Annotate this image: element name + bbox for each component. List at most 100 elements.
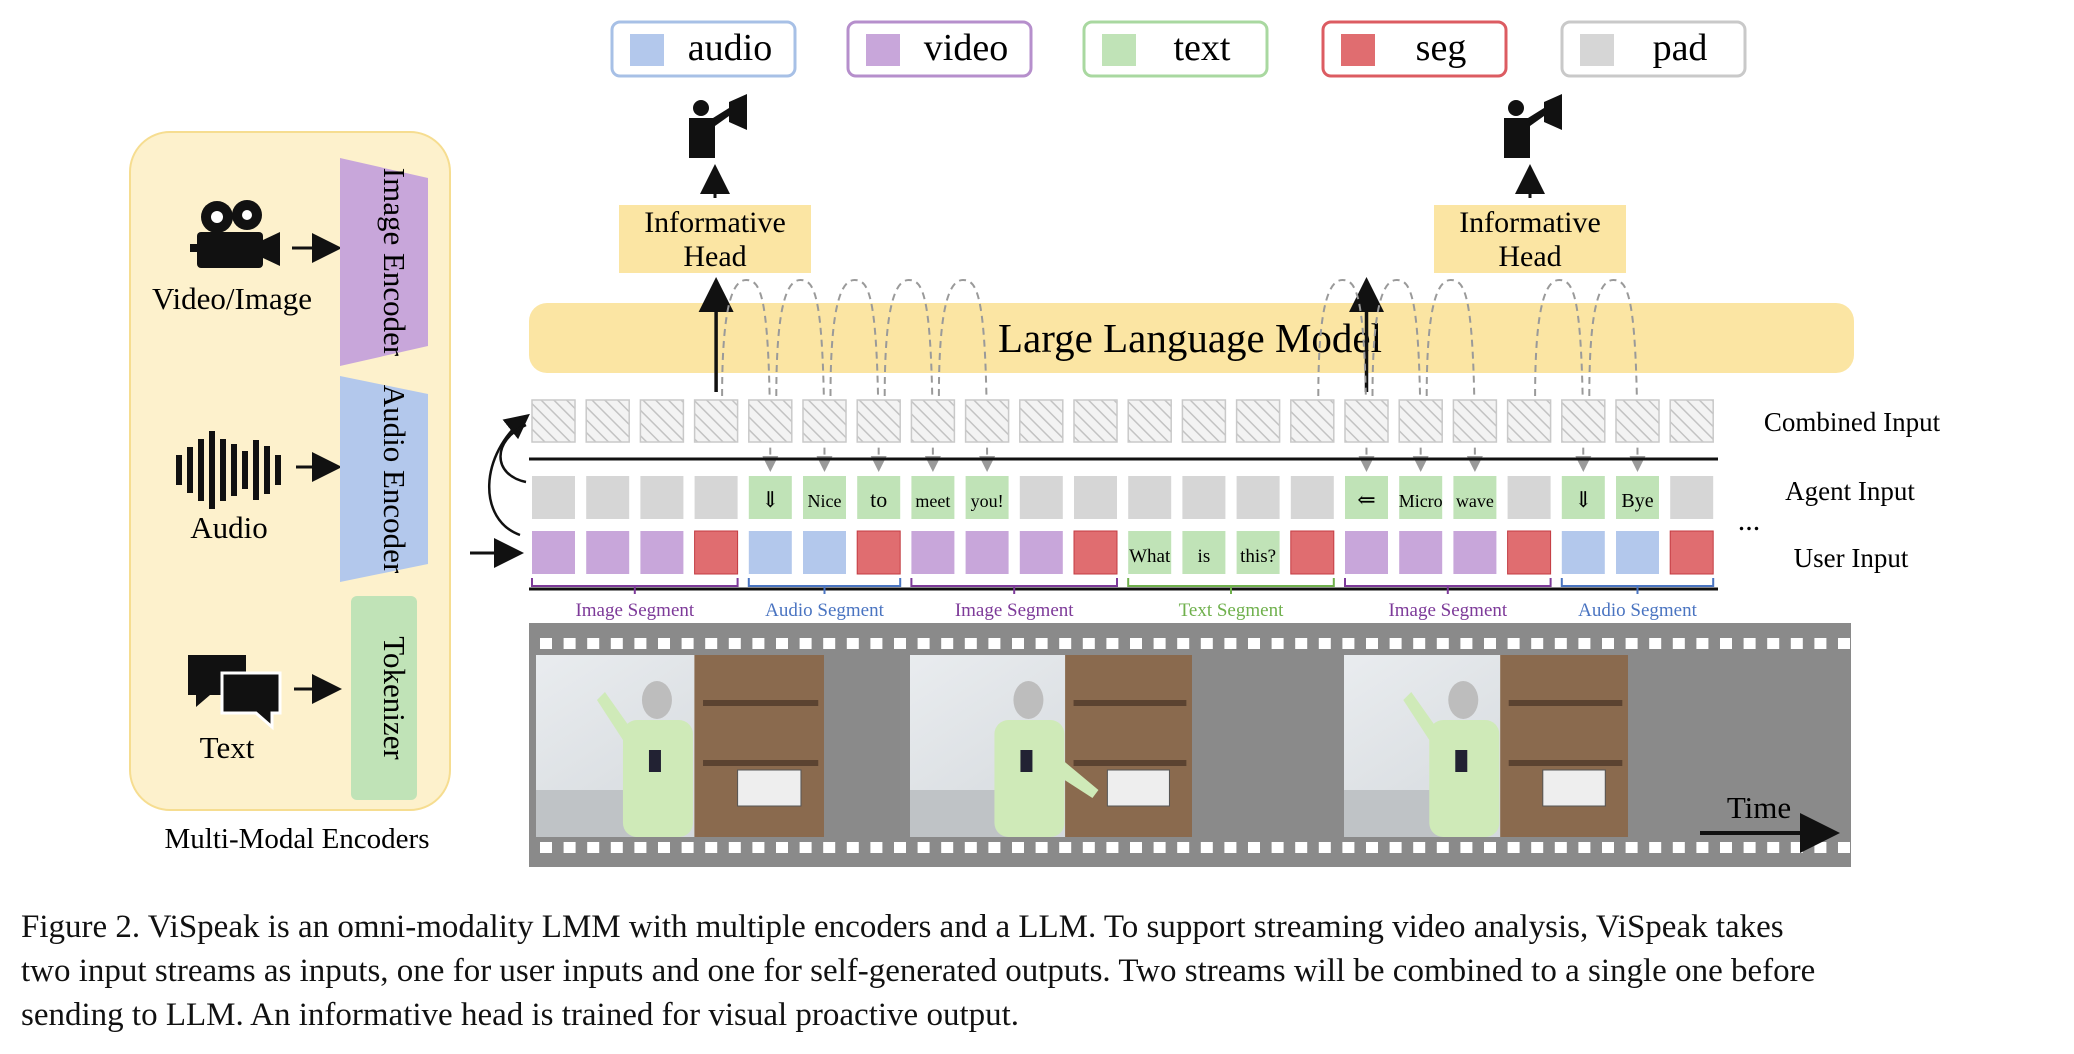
user-token bbox=[1128, 531, 1172, 574]
svg-text:Head: Head bbox=[1498, 240, 1561, 273]
agent-token bbox=[532, 476, 575, 519]
svg-text:⇐: ⇐ bbox=[1357, 487, 1375, 512]
combined-token bbox=[964, 399, 1010, 443]
user-token bbox=[1290, 530, 1335, 575]
user-token bbox=[640, 531, 684, 574]
svg-text:Nice: Nice bbox=[808, 491, 842, 511]
chat-bubbles-icon bbox=[188, 655, 282, 731]
svg-text:audio: audio bbox=[688, 27, 772, 69]
user-token bbox=[748, 531, 792, 574]
legend: audio video text seg pad bbox=[610, 20, 1747, 78]
agent-token bbox=[857, 476, 901, 519]
combined-token bbox=[802, 399, 847, 443]
legend-item-video: video bbox=[846, 20, 1033, 78]
user-token bbox=[1182, 531, 1226, 574]
audio-label: Audio bbox=[190, 510, 268, 545]
segment-bracket: Image Segment bbox=[1344, 578, 1552, 621]
image-encoder: Image Encoder bbox=[340, 158, 428, 366]
svg-text:Micro: Micro bbox=[1399, 491, 1443, 511]
user-token bbox=[1399, 531, 1443, 574]
user-token bbox=[1345, 531, 1388, 574]
svg-text:Image Encoder: Image Encoder bbox=[377, 168, 412, 357]
user-token bbox=[911, 531, 955, 574]
encoders-panel: Video/Image Audio Text Image Encoder Aud… bbox=[129, 131, 451, 811]
svg-text:seg: seg bbox=[1416, 27, 1467, 69]
agent-token bbox=[1074, 476, 1117, 519]
svg-text:video: video bbox=[924, 27, 1008, 69]
agent-token bbox=[1453, 476, 1497, 519]
user-token bbox=[532, 531, 575, 574]
svg-text:Audio Segment: Audio Segment bbox=[765, 600, 884, 621]
agent-token bbox=[1616, 476, 1659, 519]
svg-text:Image Segment: Image Segment bbox=[575, 600, 694, 621]
user-token bbox=[1073, 530, 1118, 575]
svg-text:Image Segment: Image Segment bbox=[955, 600, 1074, 621]
video-film-strip: Time bbox=[529, 623, 1851, 867]
combined-token bbox=[585, 399, 630, 443]
svg-text:Audio Segment: Audio Segment bbox=[1578, 600, 1697, 621]
combined-token bbox=[856, 399, 901, 443]
user-token bbox=[1236, 531, 1280, 574]
legend-swatch bbox=[1580, 34, 1614, 66]
svg-text:to: to bbox=[870, 487, 887, 512]
row-label-combined: Combined Input bbox=[1764, 407, 1941, 437]
legend-item-audio: audio bbox=[610, 20, 797, 78]
svg-text:wave: wave bbox=[1456, 491, 1494, 511]
combined-token bbox=[531, 399, 576, 443]
agent-token bbox=[803, 476, 846, 519]
audio-encoder: Audio Encoder bbox=[340, 376, 428, 582]
combined-token bbox=[1561, 399, 1606, 443]
combined-token bbox=[1290, 399, 1335, 443]
svg-text:this?: this? bbox=[1240, 546, 1276, 567]
tokenizer: Tokenizer bbox=[351, 596, 417, 800]
svg-text:⇓: ⇓ bbox=[761, 487, 779, 512]
combined-token bbox=[1344, 399, 1389, 443]
agent-token bbox=[1236, 476, 1280, 519]
segment-bracket: Audio Segment bbox=[747, 578, 902, 621]
agent-token bbox=[1670, 476, 1714, 519]
combined-token bbox=[639, 399, 685, 443]
agent-token bbox=[1182, 476, 1226, 519]
legend-item-seg: seg bbox=[1321, 20, 1508, 78]
agent-token bbox=[1507, 476, 1551, 519]
combined-token bbox=[1019, 399, 1064, 443]
user-token bbox=[1561, 531, 1605, 574]
svg-text:Head: Head bbox=[683, 240, 746, 273]
combined-token bbox=[1669, 399, 1714, 443]
combined-token bbox=[1235, 399, 1281, 443]
feedback-connectors bbox=[721, 278, 1646, 472]
combined-token bbox=[1615, 399, 1660, 443]
encoders-panel-title: Multi-Modal Encoders bbox=[165, 823, 430, 855]
agent-token bbox=[586, 476, 630, 519]
svg-text:pad: pad bbox=[1653, 27, 1708, 69]
time-label: Time bbox=[1727, 790, 1791, 825]
text-label: Text bbox=[200, 730, 255, 765]
svg-text:text: text bbox=[1174, 27, 1231, 69]
large-language-model: Large Language Model bbox=[529, 303, 1854, 373]
agent-token bbox=[1345, 476, 1388, 519]
legend-item-pad: pad bbox=[1560, 20, 1747, 78]
agent-token bbox=[965, 476, 1009, 519]
legend-swatch bbox=[630, 34, 664, 66]
svg-text:Informative: Informative bbox=[1459, 206, 1601, 239]
svg-text:Text Segment: Text Segment bbox=[1179, 600, 1284, 621]
user-token bbox=[803, 531, 846, 574]
user-token bbox=[1453, 531, 1497, 574]
combined-token bbox=[1181, 399, 1227, 443]
combined-input-row bbox=[531, 399, 1714, 443]
video-image-label: Video/Image bbox=[152, 281, 312, 316]
svg-text:What: What bbox=[1129, 546, 1171, 567]
legend-swatch bbox=[866, 34, 900, 66]
combined-token bbox=[910, 399, 956, 443]
video-frame bbox=[536, 655, 824, 837]
row-label-agent: Agent Input bbox=[1785, 476, 1915, 506]
svg-text:⇓: ⇓ bbox=[1574, 487, 1592, 512]
svg-text:Informative: Informative bbox=[644, 206, 786, 239]
ellipsis: ... bbox=[1738, 504, 1761, 537]
agent-token bbox=[1399, 476, 1443, 519]
